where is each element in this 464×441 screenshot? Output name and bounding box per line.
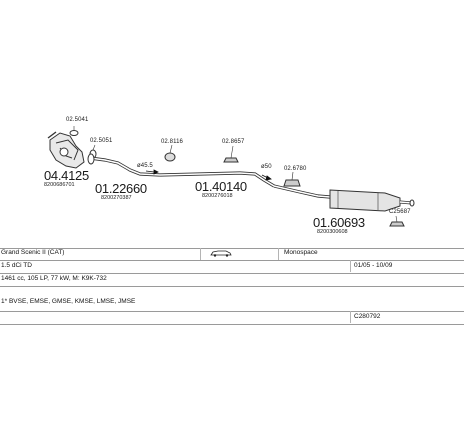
- table-row-catalogue: C280792: [0, 312, 464, 324]
- gasket-02-5041-drawing: [69, 126, 79, 136]
- part-code-catalytic-converter: 04.4125: [44, 168, 89, 183]
- clamp-02-8116-drawing: [164, 144, 176, 162]
- diameter-arrow-1: [145, 170, 155, 173]
- body-type-icon: [210, 249, 232, 260]
- mount-02-8657-drawing: [223, 145, 239, 163]
- table-row-border: [0, 286, 464, 287]
- diameter-label-2: ø50: [261, 164, 272, 170]
- catalogue-number: C280792: [354, 313, 381, 320]
- table-row-model: Grand Scenic II (CAT) Monospace: [0, 248, 464, 260]
- middle-pipe-drawing: [159, 171, 275, 188]
- accessory-label-02-8116: 02.8116: [161, 139, 183, 145]
- table-divider: [350, 260, 351, 272]
- part-code-middle-pipe: 01.40140: [195, 179, 247, 194]
- front-pipe-drawing: [87, 153, 161, 177]
- table-divider: [200, 248, 201, 260]
- accessory-label-02-6780: 02.6780: [284, 166, 307, 172]
- table-bottom-border: [0, 324, 464, 325]
- table-row-engine: 1.5 dCi TD 01/05 - 10/09: [0, 261, 464, 273]
- diameter-arrowhead-1: [153, 169, 159, 175]
- table-row-border: [0, 260, 464, 261]
- table-row-border: [0, 311, 464, 312]
- table-row-spec: 1461 cc, 105 LP, 77 kW, M: K9K-732: [0, 274, 464, 286]
- rear-pipe-drawing: [273, 184, 331, 199]
- part-code-rear-silencer: 01.60693: [313, 215, 365, 230]
- mount-02-6780-drawing: [283, 171, 301, 187]
- variants: 1* BVSE, EMSE, GMSE, KMSE, LMSE, JMSE: [1, 298, 136, 305]
- part-ref-catalytic-converter: 8200686701: [44, 182, 75, 188]
- rear-silencer-drawing: [329, 189, 415, 212]
- engine: 1.5 dCi TD: [1, 262, 32, 269]
- engine-spec: 1461 cc, 105 LP, 77 kW, M: K9K-732: [1, 275, 107, 282]
- accessory-label-02-5051: 02.5051: [90, 138, 113, 144]
- exhaust-diagram: 02.5041 02.5051 02.8116 02.8657 02.6780 …: [44, 117, 415, 235]
- part-ref-front-pipe: 8200270387: [101, 195, 132, 201]
- accessory-label-02-8657: 02.8657: [222, 139, 245, 145]
- diameter-label-1: ø45.5: [137, 163, 153, 169]
- accessory-label-02-5041: 02.5041: [66, 117, 89, 123]
- exhaust-drawing: [47, 126, 415, 227]
- body-type: Monospace: [284, 249, 318, 256]
- table-divider: [350, 311, 351, 323]
- catalytic-converter-drawing: [47, 131, 85, 169]
- part-ref-rear-silencer: 8200300608: [317, 229, 348, 235]
- hanger-c25687-drawing: [389, 215, 405, 227]
- table-row-border: [0, 273, 464, 274]
- accessory-label-c25687: C25687: [389, 209, 411, 215]
- part-code-front-pipe: 01.22660: [95, 181, 147, 196]
- table-top-border: [0, 248, 464, 249]
- vehicle-model: Grand Scenic II (CAT): [1, 249, 65, 256]
- production-years: 01/05 - 10/09: [354, 262, 393, 269]
- diameter-arrowhead-2: [265, 175, 272, 181]
- part-ref-middle-pipe: 8200276018: [202, 193, 233, 199]
- table-divider: [278, 248, 279, 260]
- table-row-variants: 1* BVSE, EMSE, GMSE, KMSE, LMSE, JMSE: [0, 297, 464, 309]
